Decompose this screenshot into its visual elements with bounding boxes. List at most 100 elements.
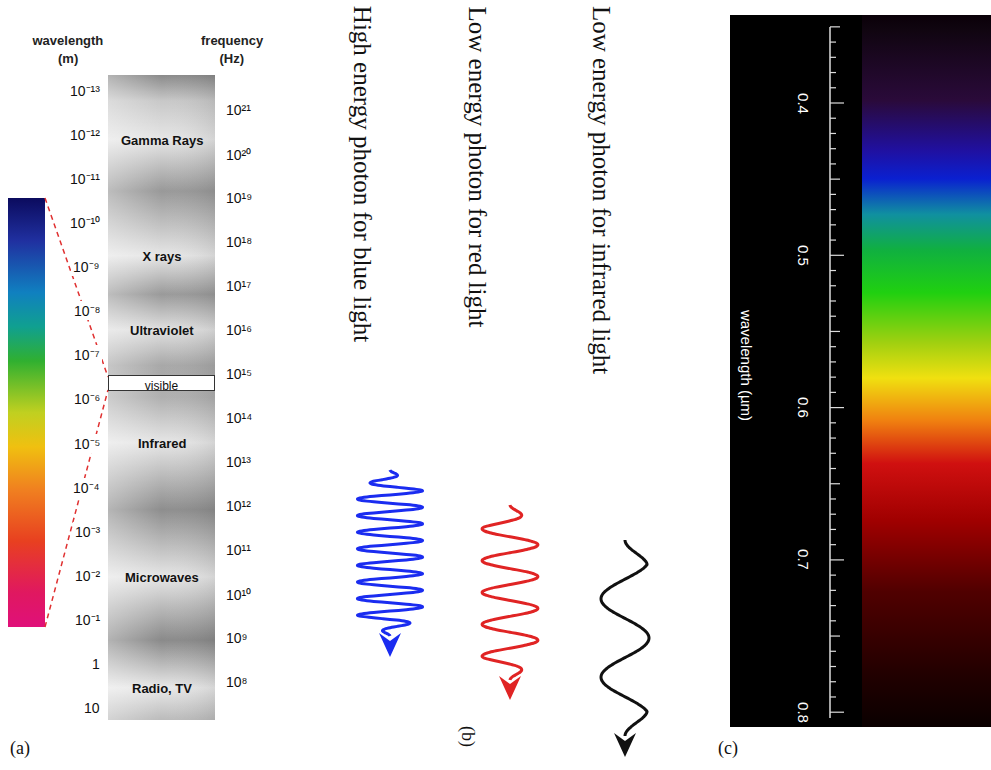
ruler-tick xyxy=(830,590,836,591)
ruler-tick xyxy=(830,148,836,149)
ruler-tick xyxy=(830,651,836,652)
zoom-line xyxy=(45,198,108,377)
ruler-tick xyxy=(830,544,836,545)
wavelength-value: 10⁻¹ xyxy=(73,610,102,629)
wavelength-value: 10⁻⁹ xyxy=(71,257,102,276)
ruler-tick xyxy=(830,514,836,515)
ruler-tick xyxy=(830,468,836,469)
ruler-tick xyxy=(830,346,836,347)
band-label: Radio, TV xyxy=(132,681,192,696)
wavelength-value: 10⁻² xyxy=(73,566,102,585)
wavelength-value: 1 xyxy=(90,656,102,672)
ruler-tick xyxy=(830,118,836,119)
ruler-tick xyxy=(830,163,836,164)
axis-header: wavelength xyxy=(33,33,104,48)
wavelength-value: 10⁻¹¹ xyxy=(68,169,102,188)
wavelength-value: 10⁻¹² xyxy=(68,125,102,144)
tick-label: 0.4 xyxy=(794,93,811,114)
ruler-tick xyxy=(830,239,836,240)
frequency-value: 10¹¹ xyxy=(226,542,251,558)
arrow-head xyxy=(379,633,401,657)
band-label: Gamma Rays xyxy=(121,133,203,148)
visible-spectrum xyxy=(862,15,991,727)
axis-unit: (m) xyxy=(58,51,78,66)
ruler-tick xyxy=(830,361,836,362)
frequency-value: 10¹⁸ xyxy=(226,234,252,250)
wavelength-value: 10⁻⁷ xyxy=(72,345,102,364)
wavelength-value: 10⁻³ xyxy=(73,522,102,541)
ruler-ticks xyxy=(830,27,844,712)
frequency-value: 10¹³ xyxy=(226,454,251,470)
ruler-tick xyxy=(830,422,836,423)
ruler-tick xyxy=(830,483,840,484)
ruler-tick xyxy=(830,605,836,606)
ruler-tick xyxy=(830,696,836,697)
panel-label: (b) xyxy=(457,726,478,747)
frequency-value: 10¹⁴ xyxy=(226,410,252,426)
ruler-tick xyxy=(830,453,836,454)
frequency-value: 10¹⁶ xyxy=(226,322,252,338)
wavelength-value: 10⁻⁴ xyxy=(71,478,102,497)
ruler-tick xyxy=(830,666,836,667)
band-label: Infrared xyxy=(138,436,186,451)
photon-wave xyxy=(357,470,422,636)
tick-label: 0.6 xyxy=(794,397,811,418)
ruler-tick xyxy=(830,529,836,530)
ruler-tick xyxy=(830,377,836,378)
frequency-value: 10⁹ xyxy=(226,630,248,646)
frequency-value: 10¹⁰ xyxy=(226,585,251,604)
spectrum-bar-shade xyxy=(108,75,215,720)
frequency-value: 10¹⁵ xyxy=(226,366,252,382)
frequency-value: 10²¹ xyxy=(226,102,251,118)
ruler-tick xyxy=(830,285,836,286)
ruler-tick xyxy=(830,270,836,271)
ruler-line xyxy=(829,27,831,718)
ruler-tick xyxy=(830,407,844,408)
visible-color-bar xyxy=(8,198,45,627)
ruler-tick xyxy=(830,575,836,576)
wavelength-value: 10⁻⁵ xyxy=(72,434,102,453)
ruler-tick xyxy=(830,620,836,621)
band-box: visible xyxy=(108,375,215,391)
ruler-tick xyxy=(830,681,836,682)
photon-wave xyxy=(482,505,538,680)
ruler-tick xyxy=(830,209,836,210)
ruler-tick xyxy=(830,57,836,58)
arrow-head xyxy=(499,676,521,700)
ruler-tick xyxy=(830,102,844,103)
ruler-tick xyxy=(830,72,836,73)
ruler-tick xyxy=(830,712,844,713)
ruler-tick xyxy=(830,224,836,225)
ruler-tick xyxy=(830,392,836,393)
tick-label: 0.8 xyxy=(794,702,811,723)
frequency-value: 10⁸ xyxy=(226,674,247,690)
panel-label: (a) xyxy=(10,738,30,759)
tick-label: 0.7 xyxy=(794,549,811,570)
photon-caption: Low energy photon for red light xyxy=(462,6,490,327)
ruler-tick xyxy=(830,316,836,317)
wavelength-value: 10 xyxy=(82,700,102,716)
ruler-tick xyxy=(830,255,844,256)
ruler-tick xyxy=(830,194,836,195)
zoom-line xyxy=(45,390,108,627)
ruler-tick xyxy=(830,437,836,438)
frequency-value: 10¹⁹ xyxy=(226,190,252,206)
axis-unit: (Hz) xyxy=(220,51,245,66)
wavelength-value: 10⁻⁶ xyxy=(72,389,102,408)
panel-label: (c) xyxy=(718,738,738,759)
ruler-tick xyxy=(830,26,840,27)
ruler-tick xyxy=(830,41,836,42)
axis-header: frequency xyxy=(201,33,263,48)
axis-title: wavelength (µm) xyxy=(738,309,755,420)
frequency-value: 10¹⁷ xyxy=(226,278,251,294)
band-label: X rays xyxy=(143,249,182,264)
photon-wave xyxy=(601,540,649,736)
ruler-tick xyxy=(830,179,840,180)
photon-caption: High energy photon for blue light xyxy=(348,6,376,342)
band-label: visible xyxy=(145,379,178,393)
ruler-tick xyxy=(830,133,836,134)
band-label: Microwaves xyxy=(125,570,199,585)
photon-waves xyxy=(357,470,649,757)
ruler-tick xyxy=(830,300,836,301)
